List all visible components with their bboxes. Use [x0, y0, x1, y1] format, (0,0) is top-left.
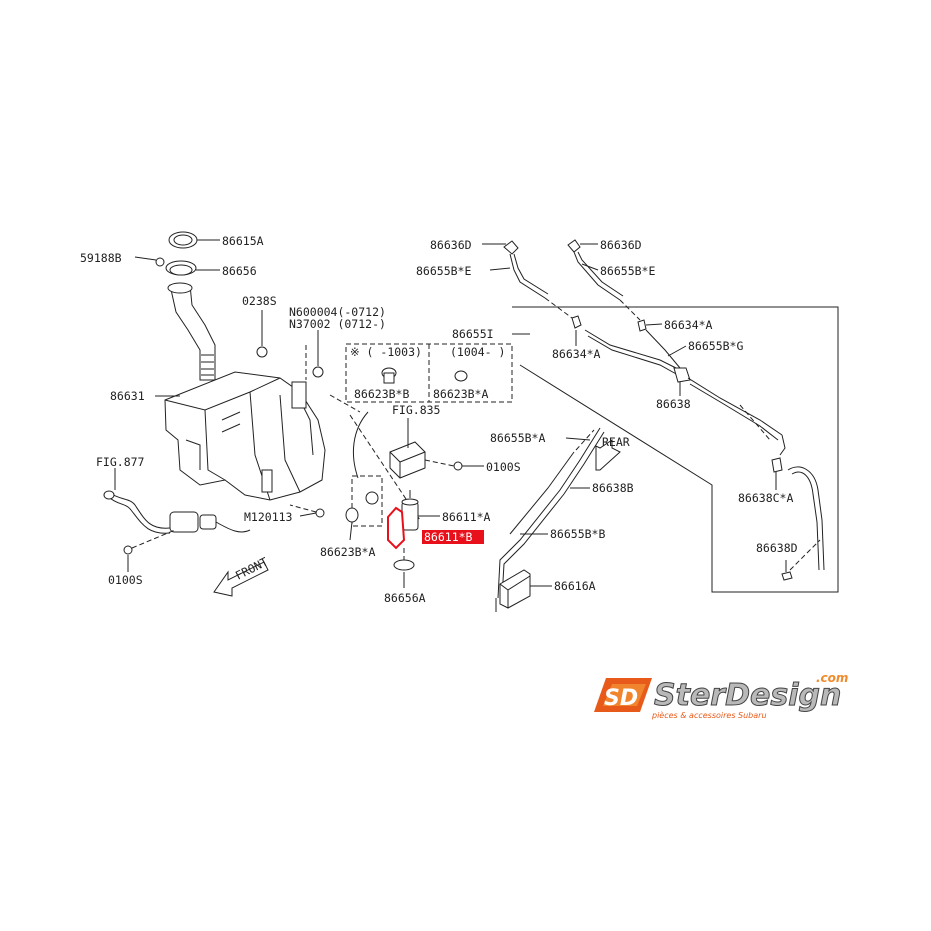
label-range-1004: (1004- ) [450, 345, 505, 359]
logo-domain: .com [816, 671, 848, 685]
label-86634A-right: 86634*A [664, 318, 713, 332]
logo-tagline: pièces & accessoires Subaru [651, 710, 767, 720]
label-86638B: 86638B [592, 481, 634, 495]
label-86636D-right: 86636D [600, 238, 642, 252]
label-0100S-right: 0100S [486, 460, 521, 474]
logo-name: SterDesign [654, 678, 841, 713]
label-REAR: REAR [602, 435, 630, 449]
label-86638D: 86638D [756, 541, 798, 555]
sterdesign-logo: SD SterDesign .com pièces & accessoires … [594, 671, 848, 720]
front-hose-routing [495, 427, 621, 612]
label-FIG877: FIG.877 [96, 455, 145, 469]
label-86655BB: 86655B*B [550, 527, 605, 541]
label-86655BG: 86655B*G [688, 339, 743, 353]
relay-block [389, 441, 463, 479]
washer-tank [164, 371, 326, 501]
label-86638CA: 86638C*A [738, 491, 793, 505]
logo-mark: SD [604, 686, 638, 711]
front-arrow: FRONT [213, 554, 270, 597]
label-86623BB: 86623B*B [354, 387, 409, 401]
labels: 86615A 59188B 86656 0238S N600004(-0712)… [80, 234, 798, 605]
label-86615A: 86615A [222, 234, 264, 248]
leader-lines [114, 239, 787, 588]
label-0100S-left: 0100S [108, 573, 143, 587]
label-59188B: 59188B [80, 251, 122, 265]
dashed-boxes [345, 343, 513, 403]
highlight-86611B [422, 530, 484, 544]
label-86636D-left: 86636D [430, 238, 472, 252]
label-0238S: 0238S [242, 294, 277, 308]
label-86631: 86631 [110, 389, 145, 403]
bolts-left [256, 315, 325, 518]
filler-neck-group [155, 231, 216, 381]
label-86623BA-bottom: 86623B*A [320, 545, 375, 559]
label-86611B: 86611*B [424, 530, 473, 544]
pump-group-middle [345, 475, 419, 571]
rear-hose-routing [503, 239, 839, 593]
front-pump-hose [103, 490, 251, 555]
label-86655BA: 86655B*A [490, 431, 545, 445]
label-86611A: 86611*A [442, 510, 491, 524]
label-N37002: N37002 (0712-) [289, 317, 386, 331]
label-86634A-left: 86634*A [552, 347, 601, 361]
label-range-1003: ※ ( -1003) [350, 345, 422, 359]
label-M120113: M120113 [244, 510, 293, 524]
label-86655BE-left: 86655B*E [416, 264, 471, 278]
label-86616A: 86616A [554, 579, 596, 593]
label-86655BE-right: 86655B*E [600, 264, 655, 278]
label-86638: 86638 [656, 397, 691, 411]
label-FIG835: FIG.835 [392, 403, 440, 417]
label-86656: 86656 [222, 264, 257, 278]
label-N600004: N600004(-0712) [289, 305, 386, 319]
label-86655I: 86655I [452, 327, 494, 341]
label-86656A: 86656A [384, 591, 426, 605]
label-86623BA-top: 86623B*A [433, 387, 488, 401]
